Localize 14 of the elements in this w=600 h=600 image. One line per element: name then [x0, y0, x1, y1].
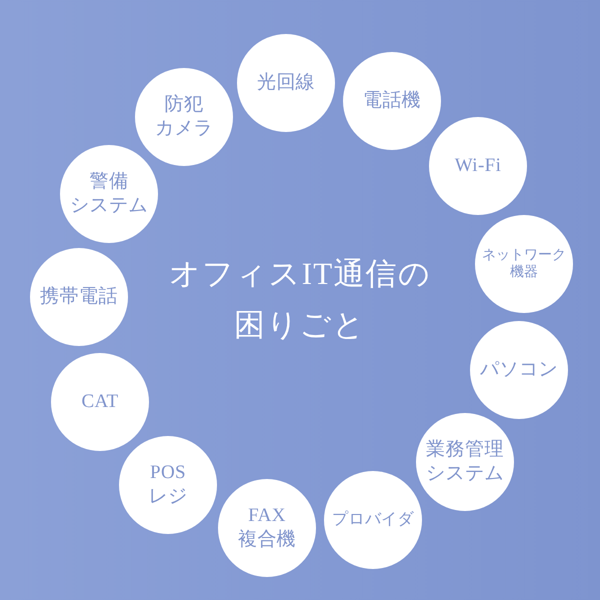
- topic-label: 業務管理システム: [425, 438, 505, 486]
- topic-label: 防犯カメラ: [154, 93, 214, 141]
- topic-label: プロバイダ: [332, 510, 414, 530]
- topic-label: FAX複合機: [236, 504, 298, 552]
- topic-label: Wi-Fi: [454, 154, 502, 178]
- topic-label: CAT: [81, 390, 119, 414]
- topic-label: 電話機: [362, 89, 422, 113]
- topic-label: パソコン: [480, 358, 558, 382]
- topic-label: POSレジ: [148, 461, 188, 509]
- topic-label: 光回線: [256, 71, 316, 95]
- topic-label: ネットワーク機器: [481, 246, 567, 282]
- topic-label: 携帯電話: [40, 285, 118, 309]
- title: オフィスIT通信の困りごと: [168, 255, 432, 344]
- topic-label: 警備システム: [69, 170, 149, 218]
